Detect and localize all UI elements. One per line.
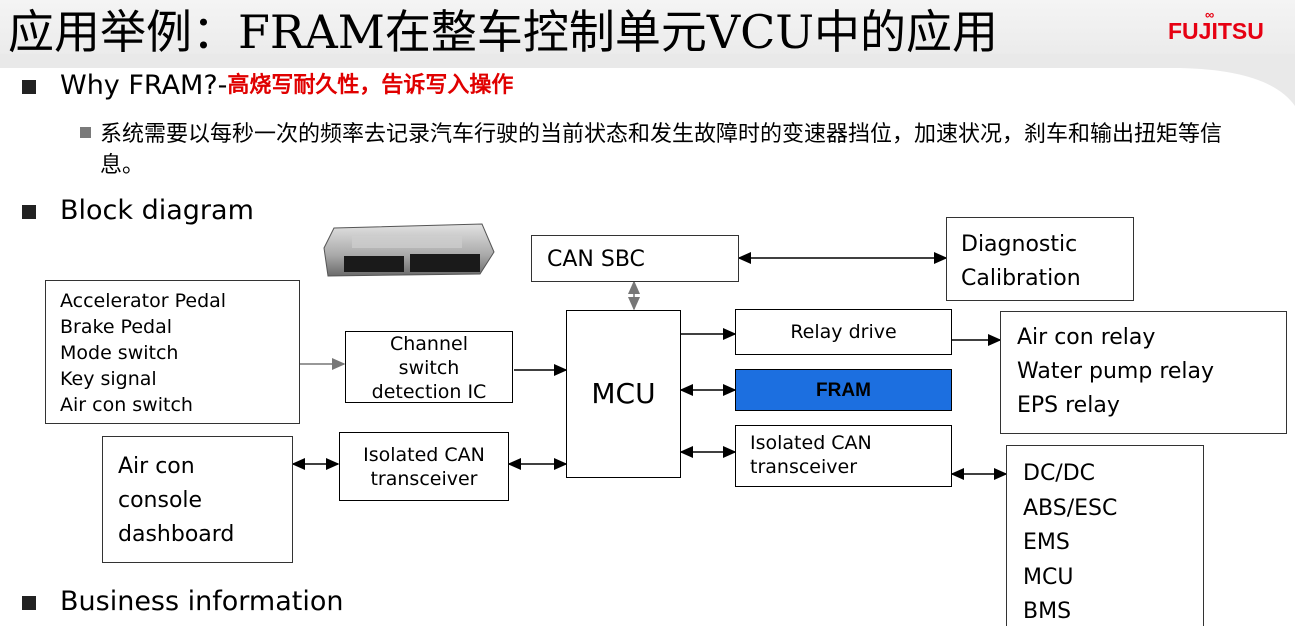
relay-item: EPS relay [1017, 393, 1120, 418]
mcu-label: MCU [591, 377, 656, 410]
fram-label: FRAM [816, 380, 871, 401]
ecus-list: DC/DC ABS/ESC EMS MCU BMS [1023, 457, 1117, 630]
why-fram-bullet: Why FRAM?-高烧写耐久性，告诉写入操作 [60, 70, 513, 102]
bullet-marker [22, 205, 36, 219]
ecu-item: EMS [1023, 530, 1070, 555]
block-diagram-heading: Block diagram [60, 195, 254, 226]
why-fram-prefix: Why FRAM?- [60, 70, 228, 101]
ecu-item: MCU [1023, 564, 1074, 590]
infinity-icon: ∞ [1205, 7, 1215, 22]
channel-detection-ic-box: Channel switch detection IC [345, 331, 513, 403]
isolated-can-left-box: Isolated CAN transceiver [339, 432, 509, 501]
relay-drive-box: Relay drive [735, 309, 952, 355]
console-label: Air con console dashboard [118, 454, 235, 547]
bullet-marker [22, 596, 36, 610]
input-signals-list: Accelerator Pedal Brake Pedal Mode switc… [60, 288, 226, 418]
logo-text: FUJITSU [1168, 18, 1264, 44]
ecu-item: DC/DC [1023, 461, 1096, 486]
channel-detection-ic-label: Channel switch detection IC [371, 333, 487, 403]
input-signal: Mode switch [60, 342, 179, 364]
page-title: 应用举例：FRAM在整车控制单元VCU中的应用 [8, 5, 999, 59]
ecu-item: BMS [1023, 599, 1072, 624]
isolated-can-right-box: Isolated CAN transceiver [735, 425, 952, 487]
input-signal: Air con switch [60, 394, 193, 416]
bullet-marker [22, 80, 36, 94]
isolated-can-left-label: Isolated CAN transceiver [363, 444, 485, 490]
ecus-box: DC/DC ABS/ESC EMS MCU BMS [1006, 445, 1204, 626]
fujitsu-logo: FUJITSU ∞ [1168, 7, 1264, 45]
console-box: Air con console dashboard [102, 436, 293, 563]
can-sbc-box: CAN SBC [531, 235, 739, 282]
business-information-heading: Business information [60, 586, 344, 617]
relays-box: Air con relay Water pump relay EPS relay [1000, 311, 1287, 434]
vcu-module-photo [323, 223, 495, 277]
header-curve [0, 54, 1295, 106]
relays-list: Air con relay Water pump relay EPS relay [1017, 321, 1214, 423]
relay-item: Air con relay [1017, 325, 1156, 350]
input-signal: Accelerator Pedal [60, 290, 227, 312]
input-signals-box: Accelerator Pedal Brake Pedal Mode switc… [45, 280, 300, 424]
why-fram-detail: 系统需要以每秒一次的频率去记录汽车行驶的当前状态和发生故障时的变速器挡位，加速状… [100, 122, 1223, 178]
diagnostic-label: Diagnostic Calibration [961, 232, 1081, 291]
input-signal: Key signal [60, 368, 157, 390]
isolated-can-right-label: Isolated CAN transceiver [750, 432, 872, 478]
fram-box: FRAM [735, 369, 952, 411]
input-signal: Brake Pedal [60, 316, 172, 338]
sub-bullet-marker [80, 127, 91, 138]
can-sbc-label: CAN SBC [547, 247, 645, 272]
mcu-box: MCU [566, 310, 681, 478]
why-fram-highlight: 高烧写耐久性，告诉写入操作 [227, 73, 514, 98]
relay-item: Water pump relay [1017, 359, 1215, 384]
diagnostic-box: Diagnostic Calibration [946, 217, 1134, 301]
relay-drive-label: Relay drive [790, 321, 897, 343]
ecu-item: ABS/ESC [1023, 495, 1118, 521]
